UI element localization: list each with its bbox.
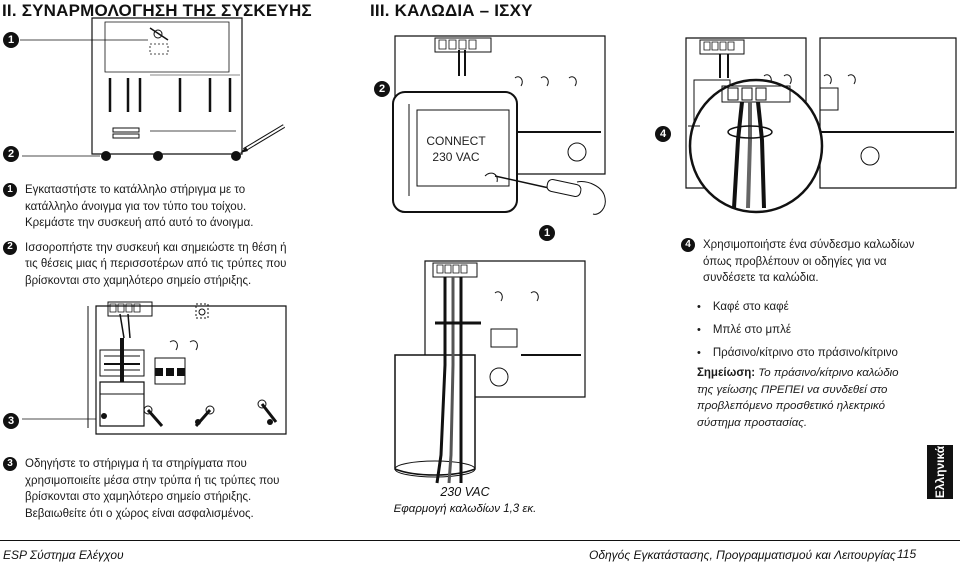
bullet-blue-text: Μπλέ στο μπλέ bbox=[712, 323, 791, 336]
bullet-green-yellow-text: Πράσινο/κίτρινο στο πράσινο/κίτρινο bbox=[712, 346, 898, 359]
section-title-wiring: III. ΚΑΛΩΔΙΑ – ΙΣΧΥ bbox=[370, 1, 533, 20]
connect-cover-illustration bbox=[365, 0, 635, 230]
marker-2-top: 2 bbox=[3, 146, 19, 162]
marker-3: 3 bbox=[3, 457, 17, 471]
marker-4-top: 4 bbox=[655, 126, 671, 142]
page-number: 115 bbox=[897, 547, 917, 561]
wiring-caption: 230 VAC Εφαρμογή καλωδίων 1,3 εκ. bbox=[380, 485, 550, 515]
step-3-text: Οδηγήστε το στήριγμα ή τα στηρίγματα που… bbox=[25, 458, 280, 520]
marker-2: 2 bbox=[3, 240, 17, 255]
wiring-voltage: 230 VAC bbox=[440, 485, 490, 499]
bullet-blue: Μπλέ στο μπλέ bbox=[697, 322, 941, 338]
marker-2-connect: 2 bbox=[374, 81, 390, 97]
footer-divider bbox=[0, 540, 960, 541]
bullet-brown-text: Καφέ στο καφέ bbox=[712, 300, 789, 313]
marker-1-top: 1 bbox=[3, 32, 19, 48]
footer-left: ESP Σύστημα Ελέγχου bbox=[3, 548, 124, 562]
connect-label-line1: CONNECT bbox=[426, 134, 486, 148]
marker-3-lower: 3 bbox=[3, 413, 19, 429]
note-block: Σημείωση: Το πράσινο/κίτρινο καλώδιο της… bbox=[697, 365, 917, 431]
wire-connector-zoom-illustration bbox=[680, 20, 960, 240]
marker-1-connect: 1 bbox=[539, 225, 555, 241]
step-3-instruction: 3 Οδηγήστε το στήριγμα ή τα στηρίγματα π… bbox=[3, 456, 293, 522]
controller-anchors-illustration bbox=[0, 298, 300, 438]
wiring-conduit-illustration bbox=[395, 255, 595, 485]
pencil-icon bbox=[240, 126, 284, 153]
marker-1: 1 bbox=[3, 183, 17, 197]
connect-label: CONNECT 230 VAC bbox=[423, 133, 489, 165]
step-1-instruction: 1 Εγκαταστήστε το κατάλληλο στήριγμα με … bbox=[3, 182, 293, 232]
note-label: Σημείωση: bbox=[697, 367, 756, 379]
note-text: Το πράσινο/κίτρινο καλώδιο της γείωσης Π… bbox=[697, 367, 899, 429]
section-title-assembly: II. ΣΥΝΑΡΜΟΛΟΓΗΣΗ ΤΗΣ ΣΥΣΚΕΥΗΣ bbox=[2, 1, 312, 20]
step-2-text: Ισσοροπήστε την συσκευή και σημειώστε τη… bbox=[25, 241, 287, 287]
step-4-text: Χρησιμοποιήστε ένα σύνδεσμο καλωδίων όπω… bbox=[703, 239, 915, 284]
step-1-text: Εγκαταστήστε το κατάλληλο στήριγμα με το… bbox=[25, 184, 254, 229]
wiring-subtitle: Εφαρμογή καλωδίων 1,3 εκ. bbox=[393, 503, 537, 515]
screwdriver-icon bbox=[495, 176, 605, 214]
language-tab: Ελληνικά bbox=[927, 445, 953, 499]
color-bullets: Καφέ στο καφέ Μπλέ στο μπλέ Πράσινο/κίτρ… bbox=[681, 299, 941, 361]
step-4-instruction: 4 Χρησιμοποιήστε ένα σύνδεσμο καλωδίων ό… bbox=[681, 237, 941, 287]
bullet-brown: Καφέ στο καφέ bbox=[697, 299, 941, 315]
connect-label-line2: 230 VAC bbox=[432, 150, 480, 164]
step-2-instruction: 2 Ισσοροπήστε την συσκευή και σημειώστε … bbox=[3, 240, 293, 290]
language-tab-label: Ελληνικά bbox=[933, 445, 948, 499]
controller-wall-mount-illustration bbox=[0, 0, 300, 161]
marker-4: 4 bbox=[681, 238, 695, 252]
footer-right: Οδηγός Εγκατάστασης, Προγραμματισμού και… bbox=[589, 548, 896, 562]
bullet-green-yellow: Πράσινο/κίτρινο στο πράσινο/κίτρινο bbox=[697, 345, 941, 361]
